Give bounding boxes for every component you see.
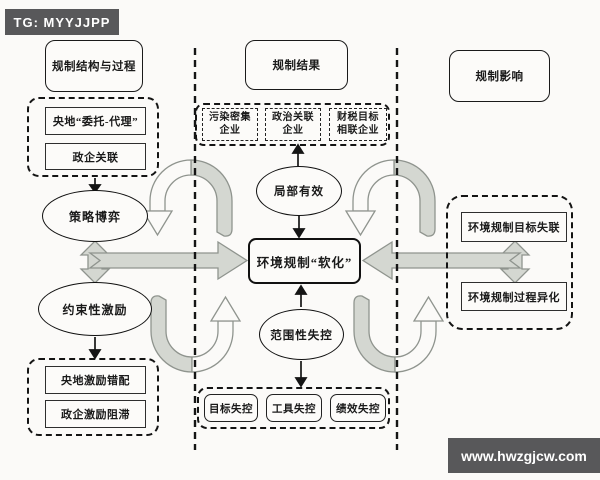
curved-arrow-bottom-right — [353, 295, 444, 373]
ellipse-binding-incentive: 约束性激励 — [38, 282, 152, 336]
group-regulation-impact — [446, 195, 573, 330]
watermark-top-left: TG: MYYJJPP — [5, 9, 119, 35]
curved-arrow-bottom-left — [150, 295, 241, 373]
group-central-local-relations — [27, 97, 159, 177]
curved-arrow-top-right — [345, 159, 436, 237]
ellipse-strategic-game: 策略博弈 — [42, 190, 148, 242]
watermark-bottom-right: www.hwzgjcw.com — [448, 438, 600, 473]
box-goal-loss: 目标失控 — [204, 394, 258, 422]
horizontal-arrow-left — [88, 240, 249, 281]
box-fiscal-target-enterprise: 财税目标 相联企业 — [329, 108, 387, 141]
box-performance-loss: 绩效失控 — [330, 394, 386, 422]
group-loss-of-control — [197, 387, 390, 429]
box-politically-connected-enterprise: 政治关联 企业 — [265, 108, 321, 141]
arrow-effective-to-enterprises — [291, 143, 305, 166]
header-regulation-structure: 规制结构与过程 — [45, 40, 143, 92]
box-principal-agent: 央地“委托-代理” — [45, 107, 146, 135]
box-incentive-mismatch: 央地激励错配 — [45, 366, 146, 394]
group-enterprises — [195, 103, 390, 146]
arrow-scope-to-loss — [294, 361, 308, 388]
arrow-incentive-to-mismatch — [88, 337, 102, 360]
arrow-effective-to-core — [292, 216, 306, 239]
group-incentive-problems — [27, 358, 159, 436]
box-regulation-softening: 环境规制“软化” — [248, 238, 361, 284]
box-gov-enterprise-link: 政企关联 — [45, 143, 146, 170]
box-tool-loss: 工具失控 — [266, 394, 322, 422]
ellipse-scope-out-of-control: 范围性失控 — [259, 309, 344, 360]
arrow-scope-to-core — [294, 284, 308, 307]
double-arrow-left — [79, 240, 111, 284]
box-goal-disconnection: 环境规制目标失联 — [461, 212, 567, 242]
box-process-alienation: 环境规制过程异化 — [461, 282, 567, 311]
header-regulation-impact: 规制影响 — [449, 50, 550, 102]
header-regulation-results: 规制结果 — [245, 40, 348, 90]
box-pollution-intensive-enterprise: 污染密集 企业 — [202, 108, 258, 141]
ellipse-partially-effective: 局部有效 — [256, 166, 342, 216]
box-incentive-blockage: 政企激励阻滞 — [45, 400, 146, 428]
